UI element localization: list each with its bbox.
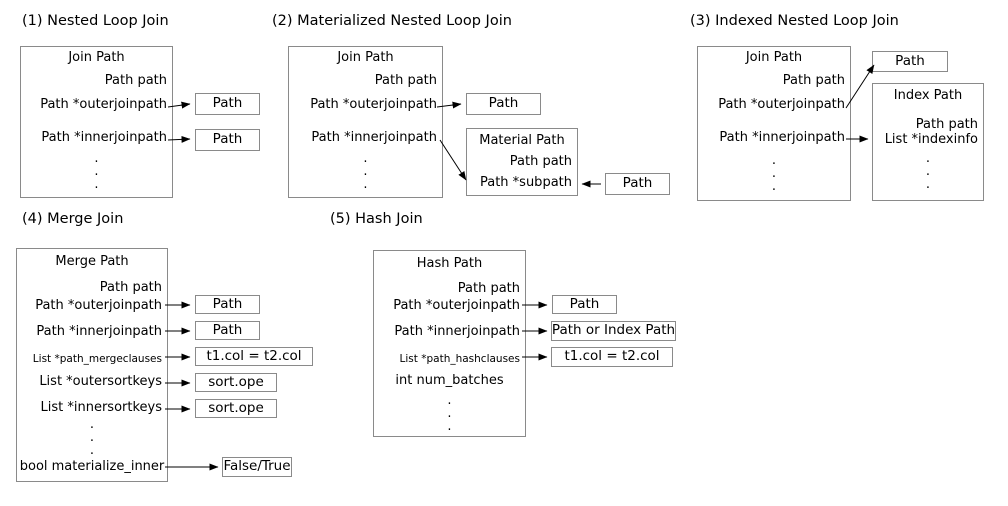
- struct-row-4-1: Path *outerjoinpath: [35, 298, 162, 313]
- target-box-4-4: sort.ope: [195, 399, 277, 418]
- target-box-2-1: Path: [605, 173, 670, 195]
- material-row-2-0: Path path: [509, 154, 572, 169]
- struct-row-5-0: Path path: [457, 281, 520, 296]
- struct-row-5-2: Path *innerjoinpath: [394, 324, 520, 339]
- dot: .: [89, 417, 95, 432]
- struct-name-1: Join Path: [68, 50, 125, 65]
- join-path-box-1: [20, 46, 173, 198]
- target-box-4-5: False/True: [222, 457, 292, 477]
- panel-title-hash-join: (5) Hash Join: [330, 211, 423, 227]
- struct-dots-4: . . .: [16, 418, 168, 457]
- struct-dots-3: . . .: [697, 154, 851, 193]
- hash-path-box-5: [373, 250, 526, 437]
- struct-row-3-0: Path path: [782, 73, 845, 88]
- panel-title-materialized-nested-loop-join: (2) Materialized Nested Loop Join: [272, 13, 512, 29]
- index-row-3-1: List *indexinfo: [884, 132, 978, 147]
- target-box-1-0: Path: [195, 93, 260, 115]
- target-box-4-2: t1.col = t2.col: [195, 347, 313, 366]
- struct-row-1-2: Path *innerjoinpath: [41, 130, 167, 145]
- struct-row-2-2: Path *innerjoinpath: [311, 130, 437, 145]
- target-box-3-0: Path: [872, 51, 948, 72]
- struct-row-5-3: List *path_hashclauses: [399, 353, 520, 365]
- target-box-5-1: Path or Index Path: [551, 321, 676, 341]
- dot: .: [94, 151, 99, 166]
- dot: .: [447, 419, 452, 434]
- struct-dots-5: . . .: [373, 394, 526, 433]
- struct-dots-2: . . .: [288, 152, 443, 191]
- struct-dots-1: . . .: [20, 152, 173, 191]
- dot: .: [363, 177, 368, 192]
- dot: .: [925, 151, 931, 166]
- material-row-2-1: Path *subpath: [479, 175, 572, 190]
- dot: .: [771, 179, 777, 194]
- dot: .: [447, 393, 452, 408]
- struct-row-2-0: Path path: [374, 73, 437, 88]
- target-box-5-0: Path: [552, 295, 617, 314]
- struct-row-4-5: List *innersortkeys: [40, 400, 163, 415]
- target-box-4-1: Path: [195, 321, 260, 340]
- index-row-3-0: Path path: [915, 117, 978, 132]
- dot: .: [363, 151, 368, 166]
- target-box-4-0: Path: [195, 295, 260, 314]
- index-name-3: Index Path: [893, 88, 963, 103]
- struct-row-3-1: Path *outerjoinpath: [718, 97, 845, 112]
- struct-row-1-0: Path path: [104, 73, 167, 88]
- struct-name-2: Join Path: [337, 50, 394, 65]
- dot: .: [89, 443, 95, 458]
- struct-row-4-last: bool materialize_inner: [19, 459, 165, 474]
- struct-row-4-0: Path path: [99, 280, 162, 295]
- merge-path-box-4: [16, 248, 168, 482]
- dot: .: [925, 164, 931, 179]
- struct-row-5-1: Path *outerjoinpath: [393, 298, 520, 313]
- panel-title-merge-join: (4) Merge Join: [22, 211, 124, 227]
- target-box-4-3: sort.ope: [195, 373, 277, 392]
- struct-name-4: Merge Path: [55, 254, 129, 269]
- struct-row-4-3: List *path_mergeclauses: [32, 353, 162, 365]
- dot: .: [94, 177, 99, 192]
- dot: .: [363, 164, 368, 179]
- dot: .: [771, 153, 777, 168]
- join-path-box-2: [288, 46, 443, 198]
- dot: .: [94, 164, 99, 179]
- index-dots-3: . . .: [872, 152, 984, 191]
- struct-row-5-4: int num_batches: [395, 373, 504, 388]
- dot: .: [89, 430, 95, 445]
- join-path-box-3: [697, 46, 851, 201]
- struct-name-5: Hash Path: [416, 256, 483, 271]
- struct-name-3: Join Path: [745, 50, 803, 65]
- panel-title-nested-loop-join: (1) Nested Loop Join: [22, 13, 169, 29]
- struct-row-1-1: Path *outerjoinpath: [40, 97, 167, 112]
- struct-row-2-1: Path *outerjoinpath: [310, 97, 437, 112]
- panel-title-indexed-nested-loop-join: (3) Indexed Nested Loop Join: [690, 13, 899, 29]
- struct-row-4-4: List *outersortkeys: [39, 374, 162, 389]
- target-box-5-2: t1.col = t2.col: [551, 347, 673, 367]
- struct-row-3-2: Path *innerjoinpath: [719, 130, 845, 145]
- target-box-2-0: Path: [466, 93, 541, 115]
- index-path-box-3: [872, 83, 984, 201]
- target-box-1-1: Path: [195, 129, 260, 151]
- dot: .: [447, 406, 452, 421]
- material-path-box-2: [466, 128, 578, 196]
- dot: .: [771, 166, 777, 181]
- struct-row-4-2: Path *innerjoinpath: [36, 324, 162, 339]
- dot: .: [925, 177, 931, 192]
- material-name-2: Material Path: [479, 133, 565, 148]
